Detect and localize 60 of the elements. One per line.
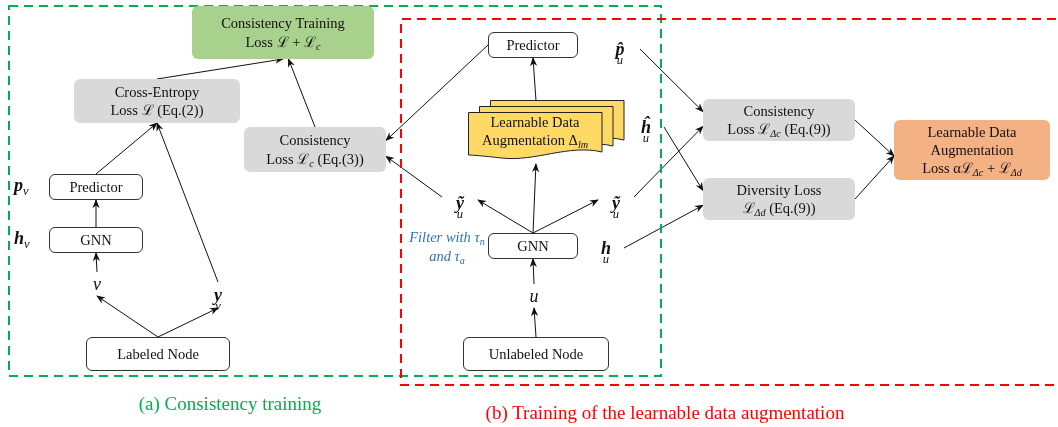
box-text: GNN (516, 236, 550, 256)
process-box (703, 178, 855, 220)
arrow (854, 155, 895, 200)
box-text: Diversity Loss (735, 180, 823, 199)
process-box (488, 32, 578, 58)
box-text: Learnable Data Augmentation (926, 122, 1018, 160)
arrow (663, 126, 704, 192)
arrow (92, 199, 100, 228)
box-text: Consistency (742, 101, 816, 120)
process-box (74, 79, 240, 123)
box-text: Predictor (505, 35, 561, 55)
box-text: Loss ℒ$_{Δc}$ (Eq.(9)) (726, 120, 832, 139)
arrow (385, 155, 443, 198)
box-text: Consistency Training (220, 14, 346, 33)
panel-caption: (a) Consistency training (138, 392, 322, 416)
arrow (287, 58, 316, 128)
box-text: Labeled Node (116, 344, 200, 364)
arrow (623, 204, 704, 249)
math-symbol: u (523, 284, 545, 308)
process-box (894, 120, 1050, 180)
arrow (385, 44, 489, 142)
math-symbol: h$_{v}$ (14, 227, 30, 250)
math-symbol: p$_{v}$ (14, 174, 29, 197)
process-box (463, 337, 609, 371)
box-text: Loss αℒ$_{Δc}$ + ℒ$_{Δd}$ (921, 159, 1023, 178)
process-box (192, 6, 374, 59)
process-box (703, 99, 855, 141)
arrow (95, 122, 158, 175)
arrow (96, 295, 159, 338)
arrow (529, 258, 537, 285)
box-text: Unlabeled Node (487, 344, 585, 364)
box-text: Loss ℒ + ℒ$_{c}$ (244, 32, 322, 51)
box-text: Cross-Entropy (113, 82, 201, 101)
math-symbol: v (85, 272, 109, 296)
arrow (477, 199, 534, 234)
arrow (530, 307, 539, 338)
arrow (156, 56, 284, 80)
box-text: Consistency (278, 131, 352, 150)
arrow (854, 119, 895, 157)
arrow (92, 252, 100, 273)
box-text: Loss ℒ (Eq.(2)) (109, 101, 205, 120)
box-text: GNN (79, 230, 113, 250)
arrow (157, 307, 219, 338)
arrow (529, 57, 538, 101)
process-box (86, 337, 230, 371)
arrow (639, 48, 704, 113)
arrow (633, 125, 704, 198)
box-text: ℒ$_{Δd}$ (Eq.(9)) (741, 199, 817, 218)
box-text: Loss ℒ$_{c}$ (Eq.(3)) (265, 149, 365, 168)
process-box (244, 127, 386, 172)
arrow (156, 122, 219, 283)
process-box (49, 174, 143, 200)
process-box (488, 233, 578, 259)
panel-caption: (b) Training of the learnable data augmentation (485, 401, 845, 425)
arrow (532, 163, 540, 234)
filter-note: Filter with τ$_{n}$ and τ$_{a}$ (408, 228, 486, 266)
process-box (49, 227, 143, 253)
arrow (532, 199, 599, 234)
box-text: Learnable Data Augmentation Δ$_{lm}$ (480, 113, 589, 150)
box-text: Predictor (68, 177, 124, 197)
